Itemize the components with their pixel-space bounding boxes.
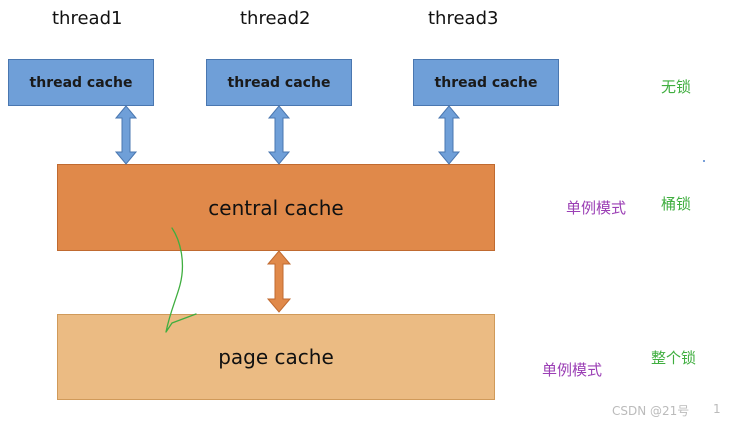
thread-cache-box-1: thread cache bbox=[8, 59, 154, 106]
thread1-label: thread1 bbox=[52, 8, 123, 29]
blue-double-arrow-3 bbox=[437, 105, 461, 165]
note-bucket-lock: 桶锁 bbox=[661, 195, 692, 213]
thread-cache-box-3: thread cache bbox=[413, 59, 559, 106]
central-cache-box: central cache bbox=[57, 164, 495, 251]
blue-double-arrow-1 bbox=[114, 105, 138, 165]
thread2-label: thread2 bbox=[240, 8, 311, 29]
thread-cache-label-3: thread cache bbox=[434, 74, 538, 91]
watermark-suffix: 1 bbox=[713, 402, 721, 416]
thread3-label: thread3 bbox=[428, 8, 499, 29]
note-lock-free: 无锁 bbox=[661, 78, 692, 96]
page-cache-box: page cache bbox=[57, 314, 495, 400]
thread-cache-label-1: thread cache bbox=[29, 74, 133, 91]
note-singleton-central: 单例模式 bbox=[566, 199, 627, 217]
note-singleton-page: 单例模式 bbox=[542, 361, 603, 379]
thread-cache-label-2: thread cache bbox=[227, 74, 331, 91]
central-cache-label: central cache bbox=[208, 195, 344, 220]
thread-cache-box-2: thread cache bbox=[206, 59, 352, 106]
hand-drawn-stroke bbox=[165, 227, 197, 333]
note-whole-lock: 整个锁 bbox=[651, 349, 697, 367]
stray-mark bbox=[703, 160, 705, 162]
page-cache-label: page cache bbox=[218, 345, 334, 369]
orange-double-arrow bbox=[266, 250, 292, 313]
blue-double-arrow-2 bbox=[267, 105, 291, 165]
watermark: CSDN @21号 bbox=[612, 404, 690, 418]
